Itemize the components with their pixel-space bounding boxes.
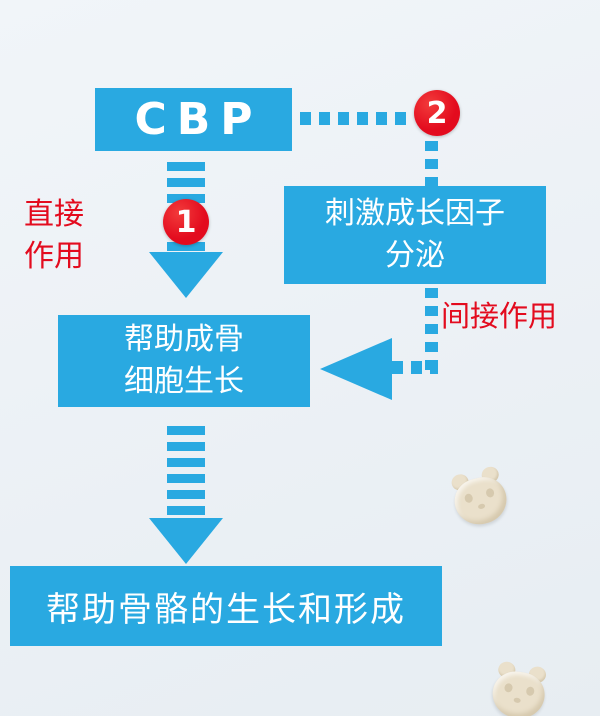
step1-number: 1 [175,204,197,240]
tablet-eye-icon [463,492,474,504]
stimulate-line1: 刺激成长因子 [325,196,505,231]
tablet-eye-icon [503,682,514,693]
cbp-label: CBP [134,94,263,145]
panda-tablet-icon [448,465,512,532]
stimulate-box: 刺激成长因子 分泌 [284,186,546,284]
direct-effect-line2: 作用 [24,239,84,274]
dotted-connector-elbow [392,361,438,374]
tablet-eye-icon [525,686,535,697]
osteoblast-line1: 帮助成骨 [124,322,244,357]
cbp-box: CBP [95,88,292,151]
result-label: 帮助骨骼的生长和形成 [46,589,406,630]
stimulate-line2: 分泌 [385,238,445,273]
result-box: 帮助骨骼的生长和形成 [10,566,442,646]
direct-effect-line1: 直接 [24,197,84,232]
arrow-left-into-osteoblast-head [320,338,392,400]
osteoblast-line2: 细胞生长 [124,364,244,399]
dotted-connector-step2-to-stimulate [425,141,438,186]
step1-badge: 1 [163,199,209,245]
panda-tablet-icon [489,660,549,716]
osteoblast-box: 帮助成骨 细胞生长 [58,315,310,407]
dotted-connector-cbp-to-step2 [300,112,410,125]
indirect-effect-label: 间接作用 [441,299,558,333]
tablet-eye-icon [485,487,496,499]
striped-arrow-2-head [149,518,223,564]
direct-effect-label: 直接 作用 [24,194,84,278]
striped-arrow-2-shaft [167,426,205,520]
tablet-nose-icon [513,697,522,704]
step2-badge: 2 [414,90,460,136]
tablet-nose-icon [477,503,486,510]
striped-arrow-1-head [149,252,223,298]
step2-number: 2 [426,95,448,131]
dotted-connector-stimulate-down [425,288,438,374]
